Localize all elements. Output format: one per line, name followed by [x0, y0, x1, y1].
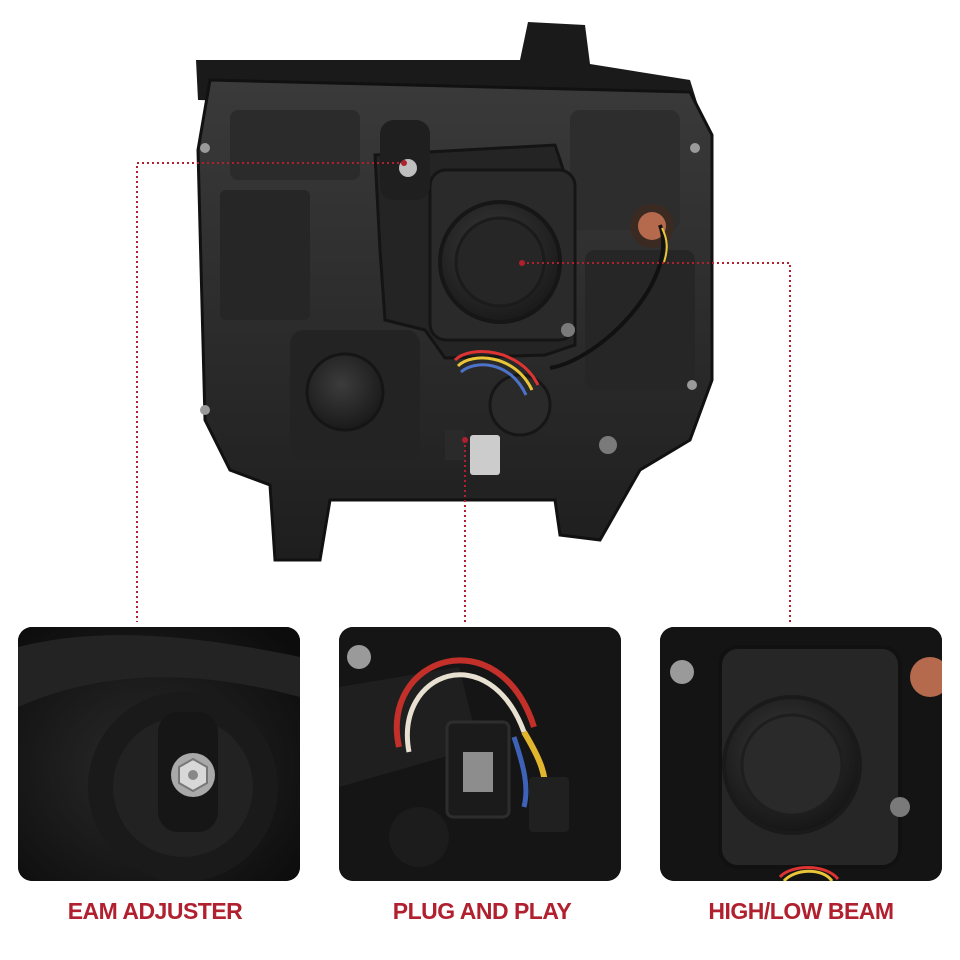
caption-adjuster: EAM ADJUSTER [67, 898, 243, 924]
caption-plug-and-play: PLUG AND PLAY [392, 898, 572, 924]
adjuster-detail-image [18, 627, 300, 881]
beam-cap-detail-image [660, 627, 942, 881]
leader-lines [136, 162, 791, 622]
connector-detail-image [339, 627, 621, 881]
caption-high-low-beam: HIGH/LOW BEAM [708, 898, 894, 924]
detail-panel-adjuster [18, 627, 300, 881]
detail-panel-beam-cap [660, 627, 942, 881]
detail-panel-connector [339, 627, 621, 881]
